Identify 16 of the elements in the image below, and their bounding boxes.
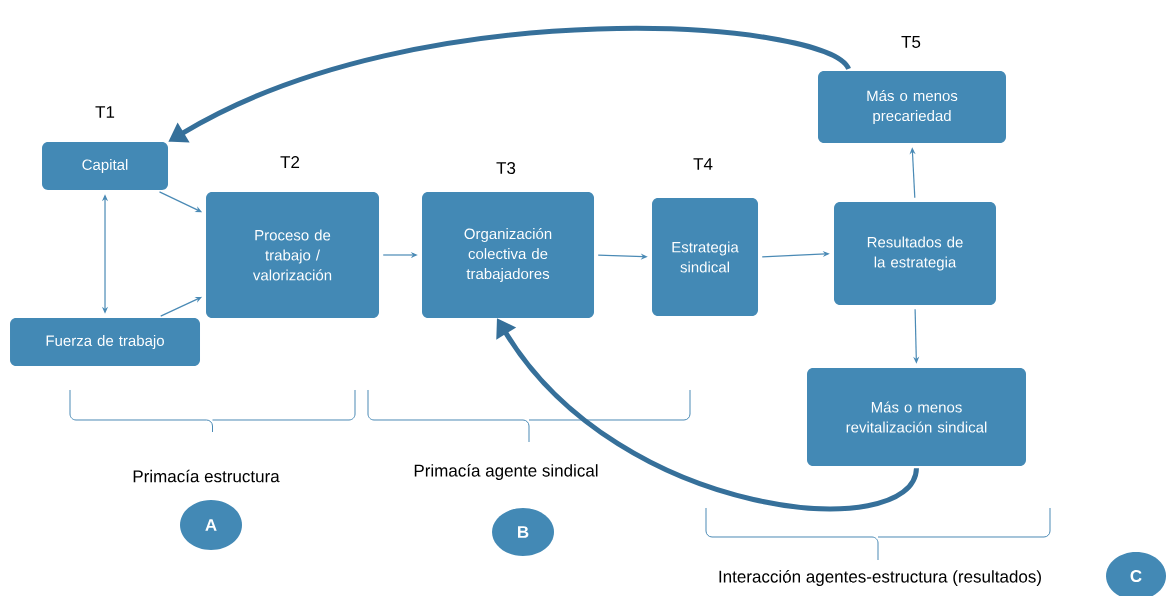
process-box: Fuerza de trabajo — [10, 318, 200, 366]
process-box: Organización colectiva de trabajadores — [422, 192, 594, 318]
process-box: Estrategia sindical — [652, 198, 758, 316]
process-box: Más o menos precariedad — [818, 71, 1006, 143]
stage-label: T5 — [901, 36, 921, 48]
process-box: Resultados de la estrategia — [834, 202, 996, 305]
group-label: Primacía estructura — [133, 469, 280, 483]
stage-label: T2 — [280, 156, 300, 168]
process-box: Proceso de trabajo / valorización — [206, 192, 379, 318]
group-label: Primacía agente sindical — [414, 463, 598, 480]
stage-label: T4 — [693, 158, 713, 170]
stage-label: T1 — [95, 106, 115, 118]
stage-label: T3 — [496, 162, 516, 174]
process-box: Más o menos revitalización sindical — [807, 368, 1026, 466]
group-label: Interacción agentes-estructura (resultados) — [719, 569, 1041, 586]
process-box: Capital — [42, 142, 168, 190]
